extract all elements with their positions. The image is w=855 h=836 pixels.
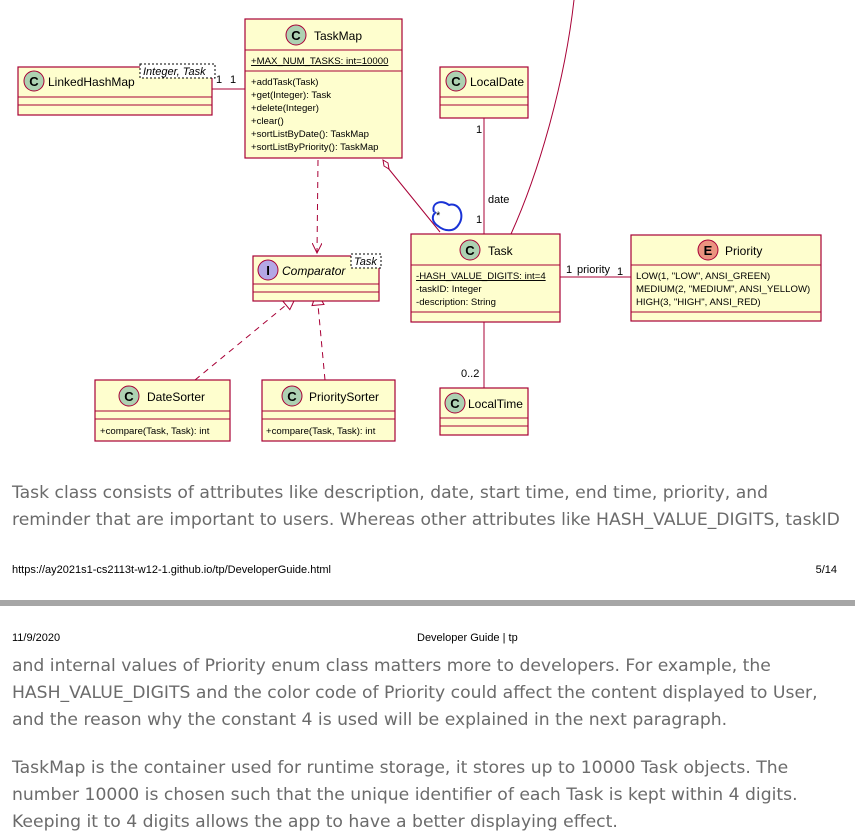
- class-name: Task: [488, 244, 514, 258]
- class-circle-icon: [23, 70, 45, 92]
- class-localdate: C LocalDate: [439, 66, 529, 119]
- enum-circle-icon: [697, 239, 719, 261]
- method-0: +compare(Task, Task): int: [266, 426, 376, 437]
- label-date-role: date: [488, 194, 509, 206]
- generic-param-box: [350, 253, 382, 269]
- label-localtime-mult: 0..2: [461, 368, 479, 380]
- class-localtime: C LocalTime: [439, 387, 529, 436]
- edge-taskmap-comparator: [317, 159, 318, 253]
- class-name: TaskMap: [314, 29, 362, 43]
- handdrawn-circle-annotation: [431, 201, 463, 232]
- generic-param-box: [139, 63, 216, 79]
- class-circle-icon: [285, 24, 307, 46]
- edge-prioritysorter-comparator: [311, 290, 326, 381]
- page-break-divider: [0, 600, 855, 606]
- uml-class-diagram: 1 1 1 date 1 * 1 priority 1 0..2 C TaskM…: [17, 0, 822, 442]
- label-task-priority-mult: 1: [566, 264, 572, 276]
- class-name: LocalDate: [470, 75, 524, 89]
- class-name: LinkedHashMap: [48, 75, 135, 89]
- class-circle-icon: [445, 70, 467, 92]
- class-circle-icon: [459, 239, 481, 261]
- method-0: +addTask(Task): [251, 77, 318, 88]
- method-1: +get(Integer): Task: [251, 90, 331, 101]
- field-0: -HASH_VALUE_DIGITS: int=4: [416, 271, 546, 282]
- enum-value-2: HIGH(3, "HIGH", ANSI_RED): [636, 297, 761, 308]
- class-taskmap: C TaskMap +MAX_NUM_TASKS: int=10000 +add…: [244, 18, 403, 159]
- association-lines: [194, 0, 631, 388]
- label-localdate-mult: 1: [476, 124, 482, 136]
- class-name: DateSorter: [147, 390, 205, 404]
- class-stereotype-letter: C: [465, 243, 475, 258]
- label-priority-role: priority: [577, 264, 611, 276]
- interface-name: Comparator: [282, 264, 346, 278]
- method-5: +sortListByPriority(): TaskMap: [251, 142, 379, 153]
- class-linkedhashmap: C LinkedHashMap Integer, Task: [17, 63, 216, 116]
- class-stereotype-letter: C: [451, 74, 461, 89]
- class-name: PrioritySorter: [309, 390, 379, 404]
- label-lhm-mult-right: 1: [230, 74, 236, 86]
- class-stereotype-letter: C: [291, 28, 301, 43]
- edge-task-upper-curve: [510, 0, 575, 235]
- enum-stereotype-letter: E: [704, 243, 713, 258]
- class-name: LocalTime: [468, 397, 523, 411]
- class-stereotype-letter: C: [287, 389, 297, 404]
- label-lhm-mult-left: 1: [216, 74, 222, 86]
- class-circle-icon: [444, 392, 466, 414]
- class-stereotype-letter: C: [29, 74, 39, 89]
- class-stereotype-letter: C: [124, 389, 134, 404]
- footer-page-number: 5/14: [815, 564, 837, 576]
- edge-taskmap-task: [387, 167, 441, 233]
- enum-value-0: LOW(1, "LOW", ANSI_GREEN): [636, 271, 770, 282]
- label-priority-mult: 1: [617, 266, 623, 278]
- interface-circle-icon: [257, 259, 279, 281]
- aggregation-diamond: [382, 159, 390, 170]
- class-stereotype-letter: C: [450, 396, 460, 411]
- enum-name: Priority: [725, 244, 762, 258]
- class-circle-icon: [281, 385, 303, 407]
- enum-priority: E Priority LOW(1, "LOW", ANSI_GREEN) MED…: [630, 234, 822, 322]
- edge-datesorter-comparator: [194, 295, 297, 381]
- label-taskmap-task-mult: *: [436, 210, 441, 222]
- generic-param: Task: [354, 256, 377, 268]
- footer-url[interactable]: https://ay2021s1-cs2113t-w12-1.github.io…: [12, 564, 331, 576]
- paragraph-task-attributes: Task class consists of attributes like d…: [12, 483, 840, 530]
- class-circle-icon: [118, 385, 140, 407]
- header-title: Developer Guide | tp: [417, 632, 518, 644]
- class-datesorter: C DateSorter +compare(Task, Task): int: [94, 379, 231, 442]
- paragraph-priority-internals: and internal values of Priority enum cla…: [12, 656, 818, 730]
- label-task-date-mult: 1: [476, 214, 482, 226]
- field-1: -taskID: Integer: [416, 284, 482, 295]
- enum-value-1: MEDIUM(2, "MEDIUM", ANSI_YELLOW): [636, 284, 810, 295]
- class-prioritysorter: C PrioritySorter +compare(Task, Task): i…: [261, 379, 396, 442]
- field-0: +MAX_NUM_TASKS: int=10000: [251, 56, 388, 67]
- method-2: +delete(Integer): [251, 103, 319, 114]
- interface-comparator: I Comparator Task: [252, 253, 382, 302]
- generic-param: Integer, Task: [143, 66, 206, 78]
- header-date: 11/9/2020: [12, 632, 61, 644]
- class-task: C Task -HASH_VALUE_DIGITS: int=4 -taskID…: [410, 233, 561, 323]
- paragraph-taskmap-storage: TaskMap is the container used for runtim…: [12, 758, 798, 832]
- interface-stereotype-letter: I: [266, 263, 270, 278]
- field-2: -description: String: [416, 297, 496, 308]
- method-3: +clear(): [251, 116, 284, 127]
- method-0: +compare(Task, Task): int: [100, 426, 210, 437]
- method-4: +sortListByDate(): TaskMap: [251, 129, 369, 140]
